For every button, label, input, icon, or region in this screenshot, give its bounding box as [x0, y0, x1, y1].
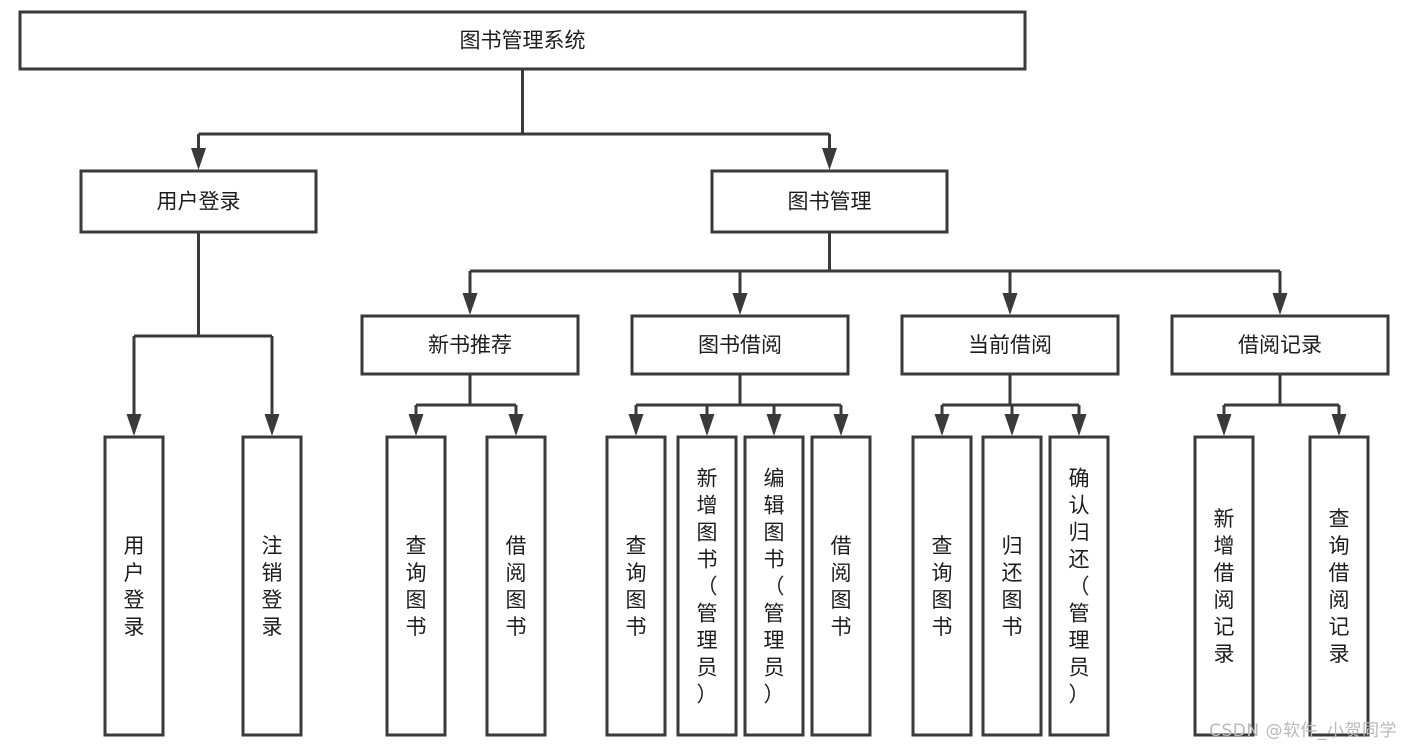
nodes-layer: 图书管理系统用户登录图书管理新书推荐图书借阅当前借阅借阅记录用户登录注销登录查询…	[18, 10, 1390, 737]
connector-group-root	[191, 69, 837, 170]
connector-group-current-borrow	[934, 374, 1087, 436]
node-box[interactable]	[385, 435, 447, 737]
node-current-borrow[interactable]: 当前借阅	[900, 314, 1120, 376]
node-box[interactable]	[1193, 435, 1255, 737]
node-box[interactable]	[605, 435, 667, 737]
node-box[interactable]	[900, 314, 1120, 376]
node-label: 当前借阅	[968, 333, 1052, 357]
node-leaf-user-login[interactable]: 用户登录	[103, 435, 165, 737]
node-box[interactable]	[79, 169, 318, 234]
node-leaf-add-book-admin[interactable]: 新增图书（管理员）	[676, 435, 738, 737]
node-box[interactable]	[103, 435, 165, 737]
node-root[interactable]: 图书管理系统	[18, 10, 1027, 71]
node-user-login[interactable]: 用户登录	[79, 169, 318, 234]
connectors-layer	[126, 69, 1347, 436]
node-label: 查询图书	[932, 534, 953, 639]
node-leaf-add-record[interactable]: 新增借阅记录	[1193, 435, 1255, 737]
arrow-head-icon	[126, 414, 142, 436]
arrow-head-icon	[462, 293, 478, 315]
node-box[interactable]	[710, 169, 949, 234]
connector-group-new-book-rec	[408, 374, 524, 436]
node-leaf-return-book[interactable]: 归还图书	[981, 435, 1043, 737]
csdn-watermark: CSDN @软件_小贺同学	[1209, 721, 1397, 741]
node-leaf-rec-borrow-book[interactable]: 借阅图书	[485, 435, 547, 737]
node-box[interactable]	[1308, 435, 1370, 737]
node-box[interactable]	[676, 435, 738, 737]
arrow-head-icon	[934, 414, 950, 436]
connector-group-book-borrow	[628, 374, 849, 436]
arrow-head-icon	[1272, 293, 1288, 315]
node-box[interactable]	[18, 10, 1027, 71]
arrow-head-icon	[508, 414, 524, 436]
arrow-head-icon	[191, 148, 206, 170]
node-box[interactable]	[241, 435, 303, 737]
arrow-head-icon	[822, 148, 837, 170]
arrow-head-icon	[732, 293, 748, 315]
node-leaf-edit-book-admin[interactable]: 编辑图书（管理员）	[743, 435, 805, 737]
node-label: 新书推荐	[428, 333, 512, 357]
node-leaf-rec-query-book[interactable]: 查询图书	[385, 435, 447, 737]
node-label: 图书管理	[788, 190, 872, 214]
node-book-borrow[interactable]: 图书借阅	[630, 314, 850, 376]
arrow-head-icon	[699, 414, 715, 436]
node-leaf-logout[interactable]: 注销登录	[241, 435, 303, 737]
node-label: 查询借阅记录	[1329, 507, 1350, 666]
node-label: 借阅图书	[831, 534, 852, 639]
node-label: 查询图书	[626, 534, 647, 639]
node-leaf-cur-query-book[interactable]: 查询图书	[911, 435, 973, 737]
arrow-head-icon	[833, 414, 849, 436]
node-book-manage[interactable]: 图书管理	[710, 169, 949, 234]
node-label: 新增图书（管理员）	[697, 467, 718, 707]
arrow-head-icon	[1071, 414, 1087, 436]
node-leaf-borrow-book[interactable]: 借阅图书	[810, 435, 872, 737]
node-box[interactable]	[743, 435, 805, 737]
node-label: 用户登录	[157, 190, 241, 214]
arrow-head-icon	[1002, 293, 1018, 315]
node-label: 注销登录	[262, 534, 283, 639]
node-leaf-borrow-query-book[interactable]: 查询图书	[605, 435, 667, 737]
node-label: 借阅图书	[506, 534, 527, 639]
node-label: 编辑图书（管理员）	[764, 467, 785, 707]
node-label: 查询图书	[406, 534, 427, 639]
node-box[interactable]	[360, 314, 580, 376]
arrow-head-icon	[628, 414, 644, 436]
arrow-head-icon	[264, 414, 280, 436]
node-leaf-query-record[interactable]: 查询借阅记录	[1308, 435, 1370, 737]
arrow-head-icon	[408, 414, 424, 436]
node-borrow-record[interactable]: 借阅记录	[1170, 314, 1390, 376]
connector-group-borrow-record	[1216, 374, 1347, 436]
node-box[interactable]	[630, 314, 850, 376]
connector-group-user-login	[126, 232, 280, 436]
node-label: 新增借阅记录	[1214, 507, 1235, 666]
node-label: 用户登录	[124, 534, 145, 639]
node-box[interactable]	[1170, 314, 1390, 376]
node-label: 借阅记录	[1238, 333, 1322, 357]
node-label: 图书借阅	[698, 333, 782, 357]
arrow-head-icon	[1216, 414, 1232, 436]
node-box[interactable]	[911, 435, 973, 737]
arrow-head-icon	[766, 414, 782, 436]
arrow-head-icon	[1331, 414, 1347, 436]
arrow-head-icon	[1004, 414, 1020, 436]
node-new-book-rec[interactable]: 新书推荐	[360, 314, 580, 376]
node-box[interactable]	[1048, 435, 1110, 737]
node-box[interactable]	[981, 435, 1043, 737]
node-label: 确认归还（管理员）	[1069, 467, 1090, 707]
node-box[interactable]	[485, 435, 547, 737]
node-leaf-confirm-return-admin[interactable]: 确认归还（管理员）	[1048, 435, 1110, 737]
node-label: 归还图书	[1002, 534, 1023, 639]
node-label: 图书管理系统	[460, 29, 586, 53]
node-box[interactable]	[810, 435, 872, 737]
connector-group-book-manage	[462, 232, 1288, 315]
